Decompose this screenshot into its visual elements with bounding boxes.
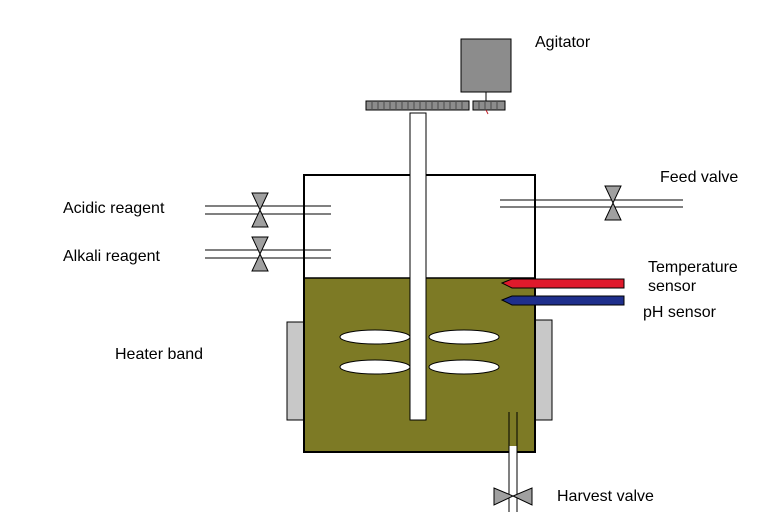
heater-band-right: [534, 319, 553, 421]
label-temperature-sensor: Temperature: [648, 259, 738, 276]
agitator-motor: [460, 38, 512, 93]
agitator-shaft: [409, 112, 427, 421]
shaft-gear: [365, 100, 470, 111]
label-temperature-sensor-2: sensor: [648, 278, 697, 295]
heater-band-left: [286, 321, 305, 421]
temperature-sensor-probe: [500, 278, 625, 289]
label-acidic-reagent: Acidic reagent: [63, 200, 165, 217]
impeller-blade: [339, 359, 411, 375]
acidic-reagent-line: [205, 205, 331, 215]
impeller-blade: [428, 359, 500, 375]
motor-gear: [472, 100, 506, 111]
gear-teeth: [371, 101, 498, 110]
impeller-blade: [339, 329, 411, 345]
impeller-blade: [428, 329, 500, 345]
harvest-valve: [493, 487, 533, 506]
label-ph-sensor: pH sensor: [643, 304, 717, 321]
ph-sensor-probe: [500, 295, 625, 306]
feed-valve: [604, 185, 622, 221]
alkali-reagent-valve: [251, 236, 269, 272]
alkali-reagent-line: [205, 249, 331, 259]
label-harvest-valve: Harvest valve: [557, 488, 654, 505]
label-feed-valve: Feed valve: [660, 169, 738, 186]
feed-line: [500, 199, 683, 208]
acidic-reagent-valve: [251, 192, 269, 228]
label-heater-band: Heater band: [115, 346, 203, 363]
label-alkali-reagent: Alkali reagent: [63, 248, 161, 265]
label-agitator: Agitator: [535, 34, 591, 51]
